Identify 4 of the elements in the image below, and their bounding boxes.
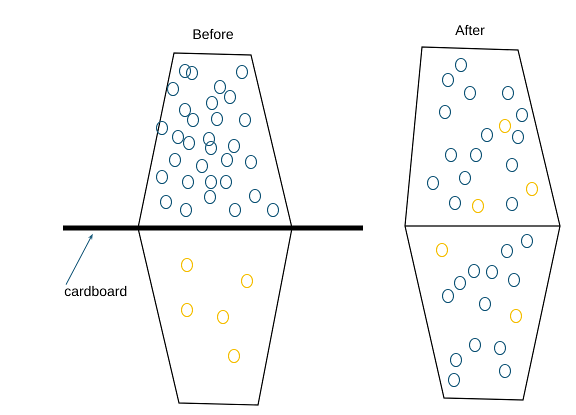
heading: Before — [194, 28, 233, 40]
heading: After — [455, 24, 485, 36]
cardboard-bar — [63, 226, 363, 230]
label: cardboard — [64, 286, 126, 296]
